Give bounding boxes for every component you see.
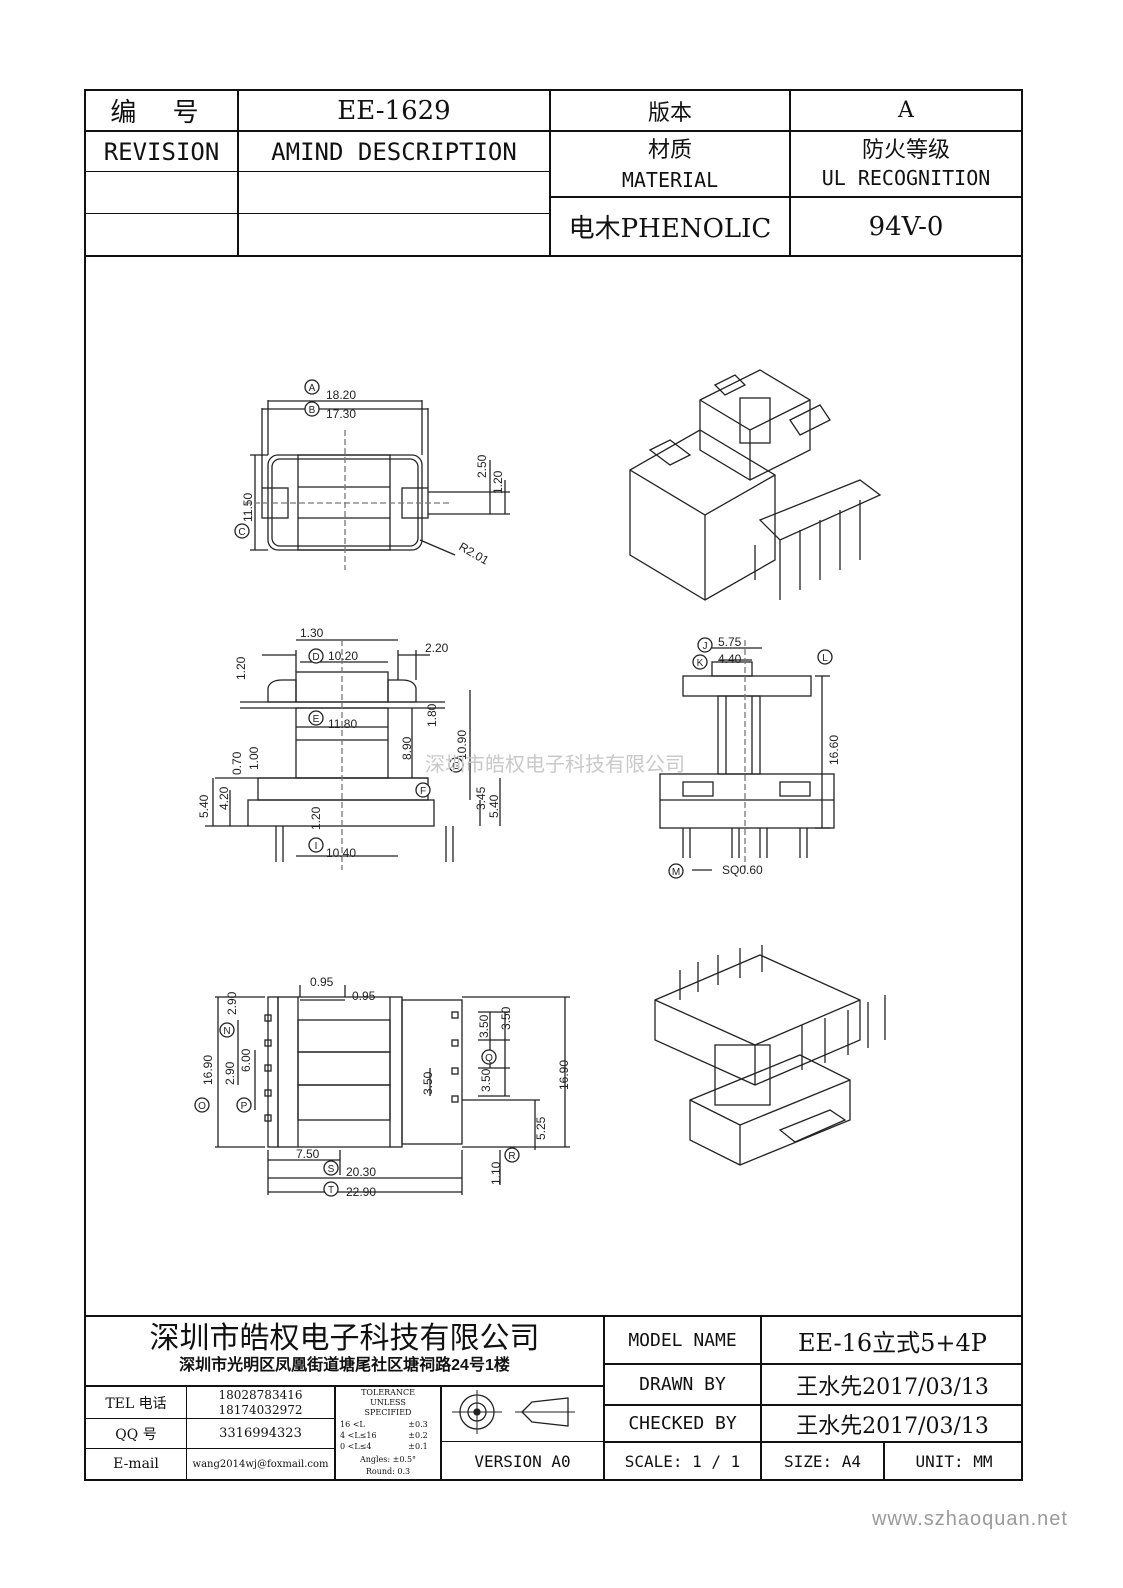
header-rule [84, 255, 1023, 257]
tolerance-round: Round: 0.3 [365, 1466, 411, 1476]
version-label: 版本 [647, 100, 692, 126]
title-block-rule [84, 1418, 334, 1419]
company-address: 深圳市光明区凤凰街道塘尾社区塘祠路24号1楼 [179, 1357, 510, 1374]
tolerance-value: ±0.3 [408, 1420, 428, 1429]
title-block-rule [442, 1441, 603, 1442]
tel-number-1: 18028783416 [218, 1387, 303, 1402]
title-block-rule [440, 1387, 442, 1481]
title-block-rule [603, 1441, 1023, 1443]
tolerance-title: SPECIFIED [364, 1408, 412, 1417]
tolerance-title: TOLERANCE [361, 1388, 415, 1397]
revision-label: REVISION [103, 137, 220, 166]
header-rule [237, 89, 239, 257]
title-block-rule [84, 1315, 1023, 1317]
version-code: VERSION A0 [474, 1451, 571, 1471]
model-name-label: MODEL NAME [628, 1329, 737, 1351]
header-rule [84, 130, 550, 132]
header-rule [550, 130, 1023, 132]
tolerance-value: ±0.2 [408, 1431, 428, 1440]
tolerance-title: UNLESS [370, 1398, 406, 1407]
fire-rating-cn-label: 防火等级 [861, 138, 950, 163]
material-cn-label: 材质 [647, 138, 692, 163]
title-block-rule [603, 1404, 1023, 1406]
header-rule [789, 89, 791, 257]
website-watermark: www.szhaoquan.net [871, 1507, 1068, 1530]
email-address: wang2014wj@foxmail.com [192, 1458, 329, 1470]
watermark: 深圳市皓权电子科技有限公司 [425, 753, 685, 776]
title-block-rule [883, 1441, 885, 1481]
checked-by-value: 王水先2017/03/13 [796, 1413, 989, 1439]
title-block-rule [760, 1315, 762, 1481]
checked-by-label: CHECKED BY [628, 1413, 737, 1434]
tolerance-angles: Angles: ±0.5° [359, 1454, 417, 1464]
amind-description-label: AMIND DESCRIPTION [271, 137, 517, 166]
header-rule [549, 89, 551, 257]
size-label: SIZE: A4 [783, 1451, 862, 1471]
title-block-rule [84, 1448, 334, 1449]
drawn-by-value: 王水先2017/03/13 [796, 1374, 989, 1400]
title-block-rule [334, 1387, 336, 1481]
tolerance-value: ±0.1 [408, 1442, 428, 1451]
tolerance-range: 4 <L≤16 [340, 1431, 377, 1440]
model-name-value: EE-16立式5+4P [798, 1328, 987, 1357]
tolerance-range: 16 <L [340, 1420, 365, 1429]
tolerance-range: 0 <L≤4 [340, 1442, 372, 1451]
number-label: 编 号 [110, 98, 213, 128]
header-rule [84, 171, 550, 172]
scale-label: SCALE: 1 / 1 [624, 1451, 741, 1471]
title-block-rule [603, 1315, 605, 1481]
title-block-rule [186, 1387, 187, 1481]
qq-number: 3316994323 [219, 1426, 302, 1441]
version-value: A [898, 98, 914, 123]
unit-label: UNIT: MM [915, 1451, 993, 1471]
material-en-label: MATERIAL [621, 168, 719, 192]
fire-rating-en-label: UL RECOGNITION [821, 166, 991, 190]
number-value: EE-1629 [337, 95, 451, 126]
tel-number-2: 18174032972 [218, 1402, 303, 1417]
company-name: 深圳市皓权电子科技有限公司 [149, 1321, 540, 1356]
drawn-by-label: DRAWN BY [639, 1374, 726, 1395]
fire-rating-value: 94V-0 [868, 211, 944, 242]
material-value: 电木PHENOLIC [568, 214, 772, 244]
tel-label: TEL 电话 [105, 1396, 167, 1412]
drawing-sheet [84, 89, 1023, 1481]
email-label: E-mail [113, 1456, 159, 1472]
header-rule [84, 213, 550, 214]
title-block-rule [603, 1363, 1023, 1365]
title-block-rule [84, 1385, 603, 1387]
qq-label: QQ 号 [115, 1426, 157, 1443]
header-rule [550, 196, 1023, 198]
